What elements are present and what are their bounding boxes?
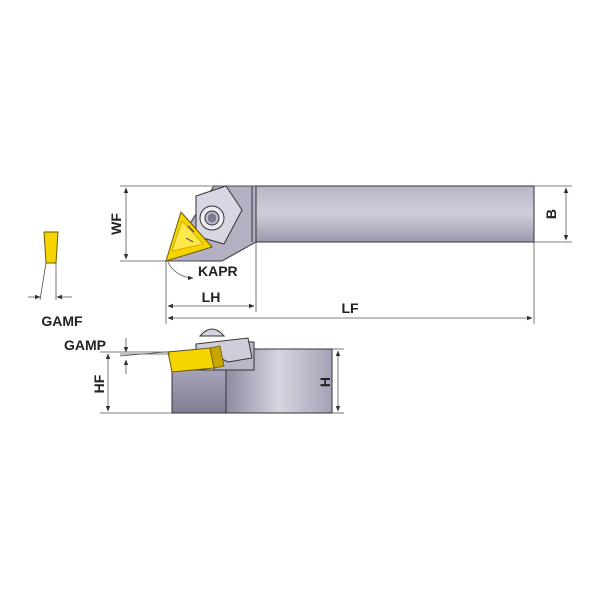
h-label: H [317, 377, 333, 387]
lf-label: LF [341, 300, 359, 316]
gamp-label: GAMP [64, 337, 106, 353]
kapr-arc [167, 261, 194, 281]
gamf-label: GAMF [41, 313, 83, 329]
hf-label: HF [91, 374, 107, 393]
insert-chipbreaker [171, 220, 204, 252]
insert-side [167, 347, 215, 373]
kapr-label: KAPR [198, 263, 238, 279]
head-side [171, 369, 227, 414]
wf-label: WF [108, 213, 124, 235]
clamp-side [198, 328, 226, 337]
clamp-detail [185, 225, 195, 243]
top-view: WF B KAPR LH LF [108, 185, 572, 324]
screw-icon [199, 205, 225, 231]
insert-side-face [209, 345, 225, 369]
side-view: GAMP HF H [64, 328, 344, 414]
insert-section [43, 231, 59, 264]
gamf-line-a [39, 262, 47, 301]
gamp-line [119, 348, 201, 357]
b-label: B [543, 209, 559, 219]
gamf-detail: GAMF [28, 231, 83, 329]
shank-top [255, 185, 535, 243]
lh-label: LH [202, 289, 221, 305]
